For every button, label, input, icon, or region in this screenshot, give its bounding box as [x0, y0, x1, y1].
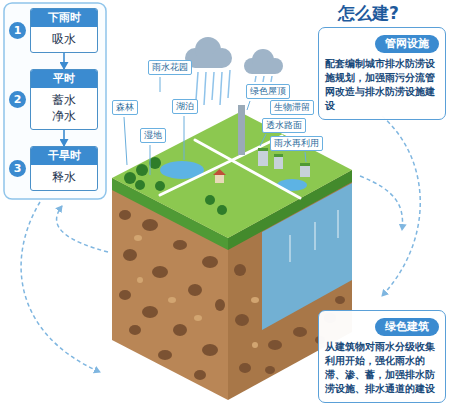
info-panel: 绿色建筑从建筑物对雨水分级收集利用开始，强化雨水的滞、渗、蓄，加强排水防涝设施、… [318, 310, 446, 403]
step-body: 蓄水 净水 [31, 88, 97, 129]
diagram-title: 怎么建? [338, 2, 399, 25]
feature-tag: 雨水花园 [148, 60, 192, 75]
callout-number: 3 [9, 160, 26, 177]
step-arrow [63, 130, 65, 146]
feature-tag: 雨水再利用 [270, 136, 323, 151]
step-heading: 干旱时 [31, 147, 97, 165]
callout-number: 2 [9, 91, 26, 108]
tag-text: 湿地 [144, 130, 162, 141]
panel-heading: 管网设施 [375, 35, 439, 53]
tag-text: 雨水花园 [152, 62, 188, 73]
feature-tag: 湖泊 [172, 99, 198, 114]
tag-text: 生物滞留 [274, 102, 310, 113]
info-panel: 管网设施配套编制城市排水防涝设施规划，加强雨污分流管网改造与排水防涝设施建设 [318, 27, 446, 120]
leader-lines [124, 77, 306, 175]
panel-heading-row: 管网设施 [325, 32, 439, 53]
step-heading: 下雨时 [31, 9, 97, 27]
tag-text: 透水路面 [266, 120, 302, 131]
feature-tag: 森林 [112, 100, 138, 115]
callout-number: 1 [9, 22, 26, 39]
step-text: 吸水 [52, 31, 76, 47]
step-text: 释水 [52, 169, 76, 185]
step-body: 吸水 [31, 27, 97, 52]
step-text: 蓄水 净水 [48, 92, 79, 124]
step-heading: 平时 [31, 70, 97, 88]
tag-text: 森林 [116, 102, 134, 113]
tag-text: 绿色屋顶 [250, 86, 286, 97]
step-box: 平时蓄水 净水 [30, 69, 98, 130]
tag-text: 雨水再利用 [274, 138, 319, 149]
step-arrow [63, 53, 65, 69]
step-box: 下雨时吸水 [30, 8, 98, 53]
feature-tag: 湿地 [140, 128, 166, 143]
step-box: 干旱时释水 [30, 146, 98, 191]
step-body: 释水 [31, 165, 97, 190]
tag-text: 湖泊 [176, 101, 194, 112]
feature-tag: 绿色屋顶 [246, 84, 290, 99]
panel-heading-row: 绿色建筑 [325, 315, 439, 336]
feature-tag: 透水路面 [262, 118, 306, 133]
steps-frame [4, 3, 106, 199]
panel-heading: 绿色建筑 [375, 318, 439, 336]
panel-body: 从建筑物对雨水分级收集利用开始，强化雨水的滞、渗、蓄，加强排水防涝设施、排水通道… [325, 340, 439, 396]
panel-body: 配套编制城市排水防涝设施规划，加强雨污分流管网改造与排水防涝设施建设 [325, 57, 439, 113]
feature-tag: 生物滞留 [270, 100, 314, 115]
